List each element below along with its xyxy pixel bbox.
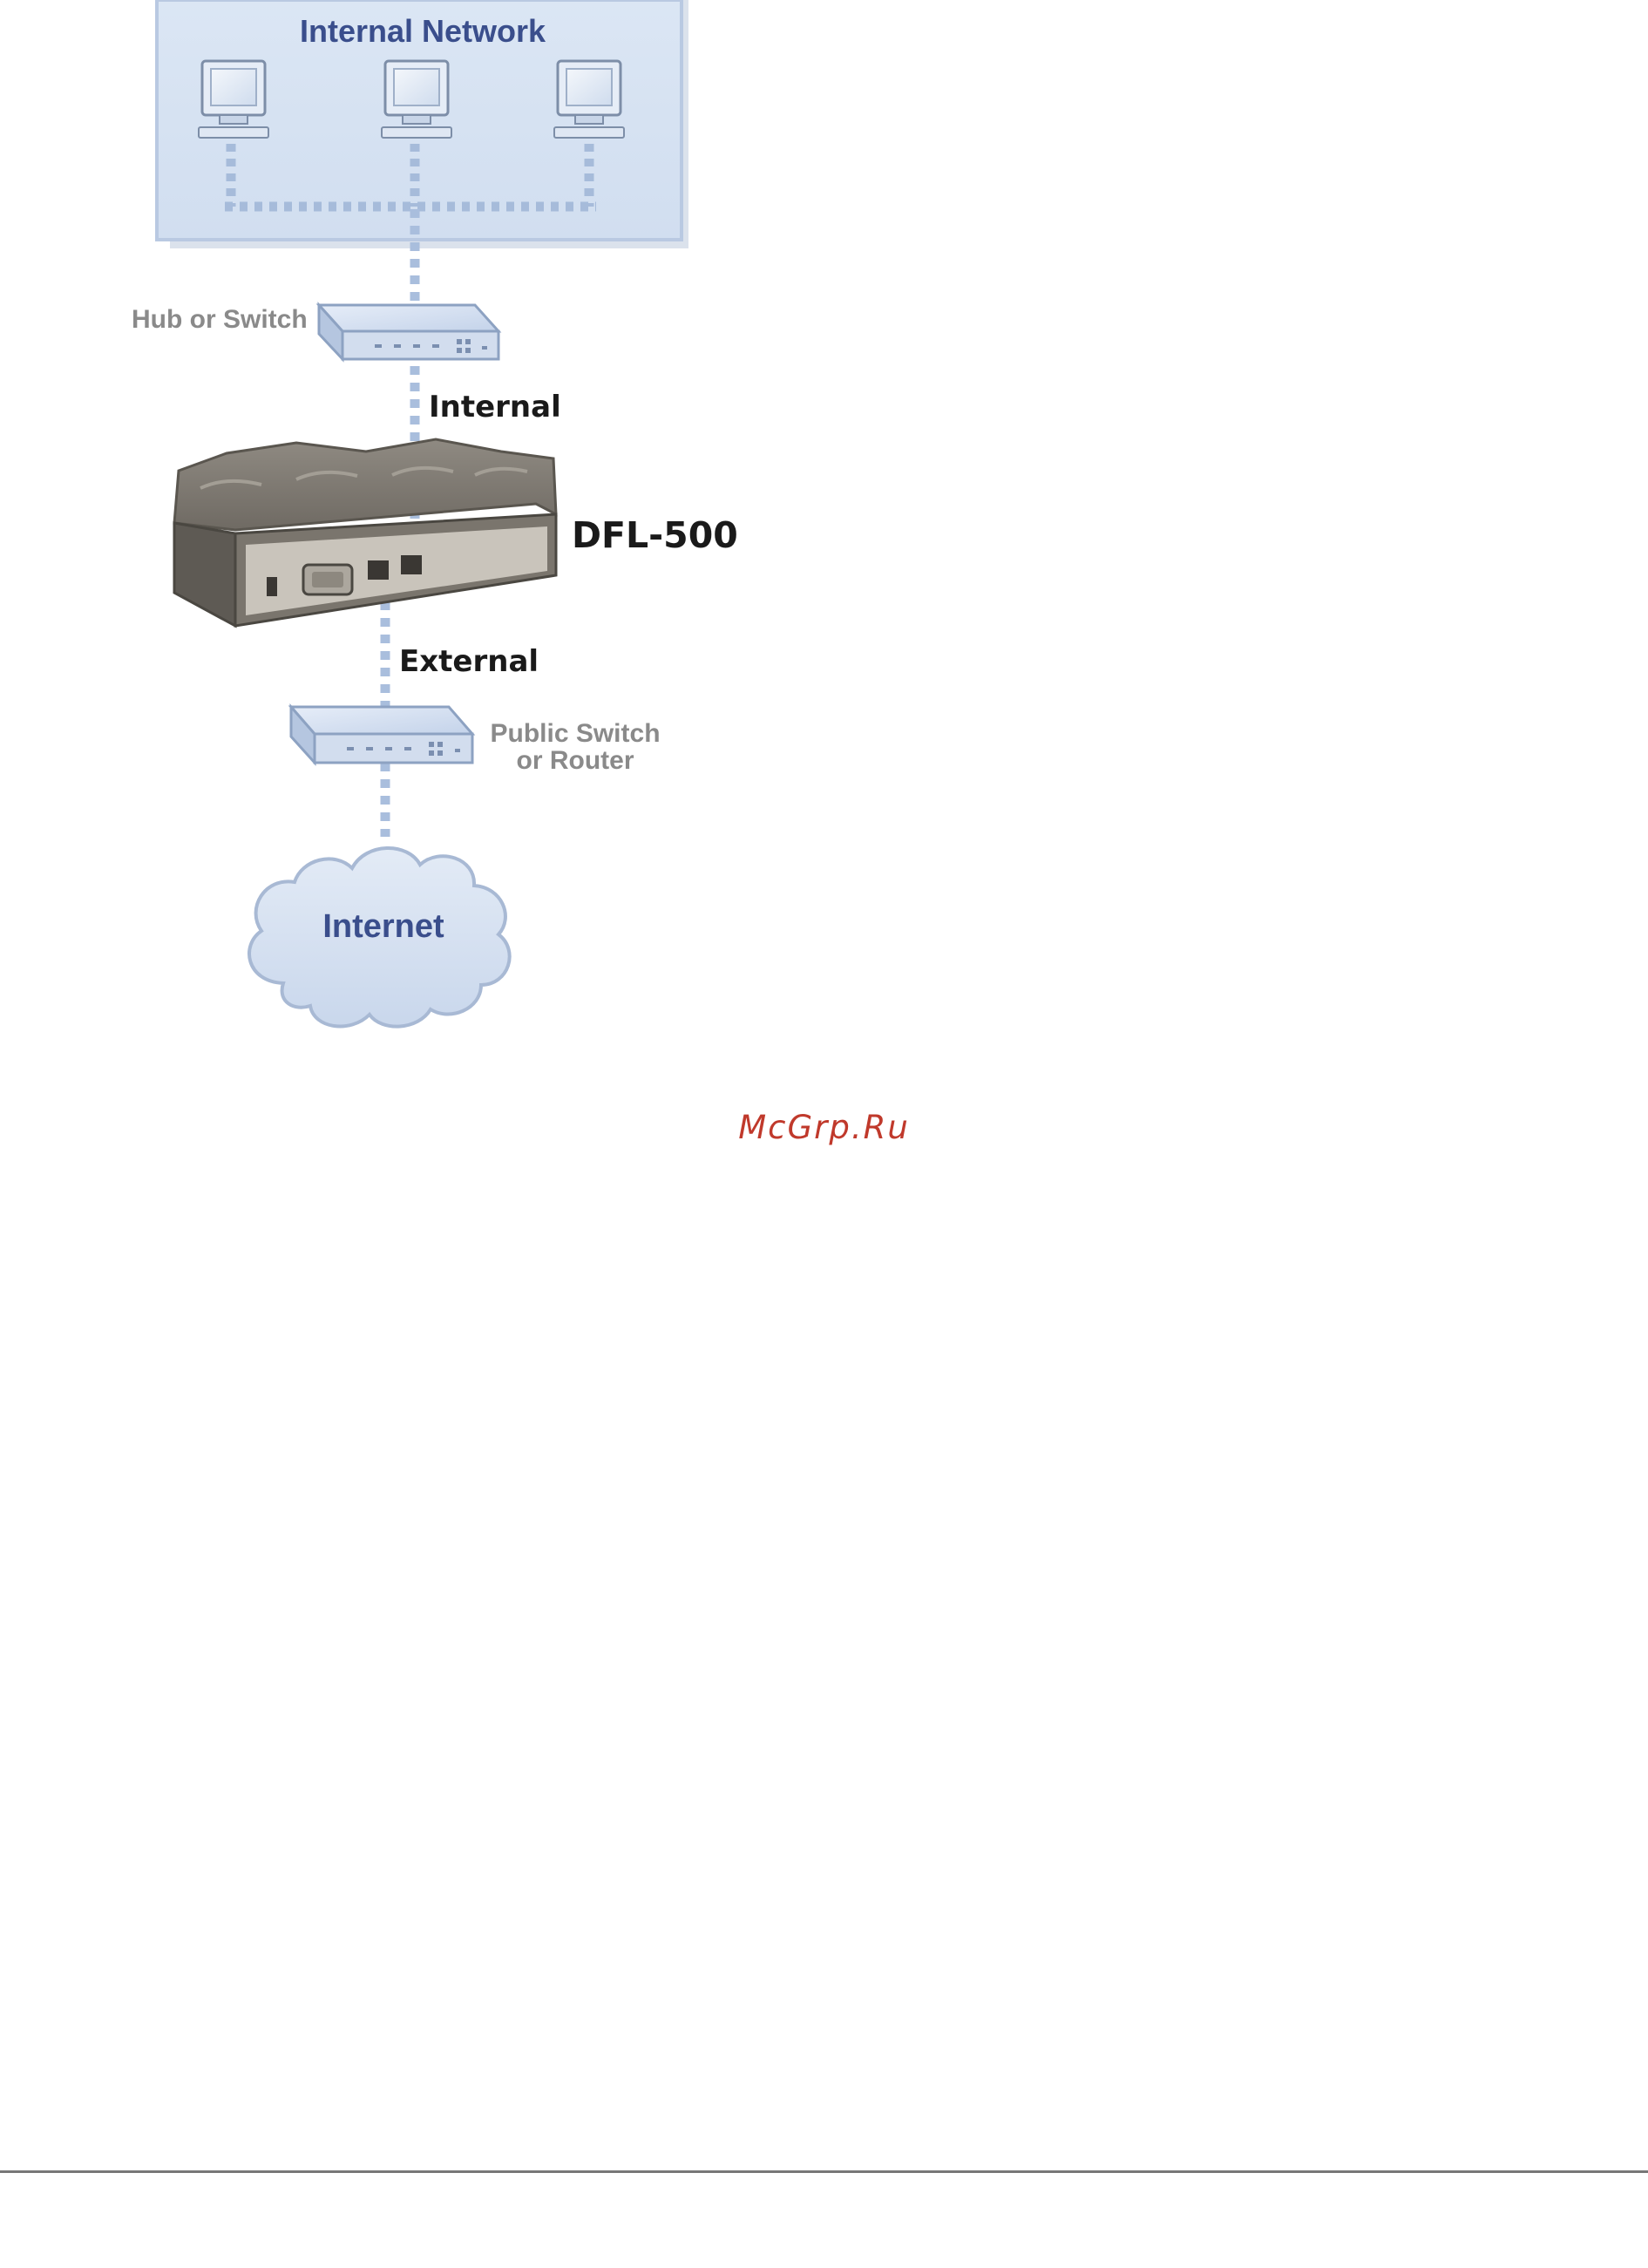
watermark-text: McGrp.Ru [0, 1109, 1648, 1146]
public-switch-label-line1: Public Switch [490, 719, 660, 748]
internal-network-label: Internal Network [300, 13, 546, 49]
hub-switch-label: Hub or Switch [132, 305, 308, 334]
public-switch-label-line2: or Router [517, 746, 634, 775]
public-switch-router-device [291, 707, 472, 763]
internal-link-label: Internal [429, 390, 561, 424]
firewall-device-dfl500 [174, 439, 556, 626]
footer-divider [0, 2170, 1648, 2173]
external-link-label: External [399, 644, 539, 679]
hub-switch-device [319, 305, 498, 359]
firewall-label: DFL-500 [572, 514, 738, 556]
internet-label: Internet [322, 908, 444, 945]
